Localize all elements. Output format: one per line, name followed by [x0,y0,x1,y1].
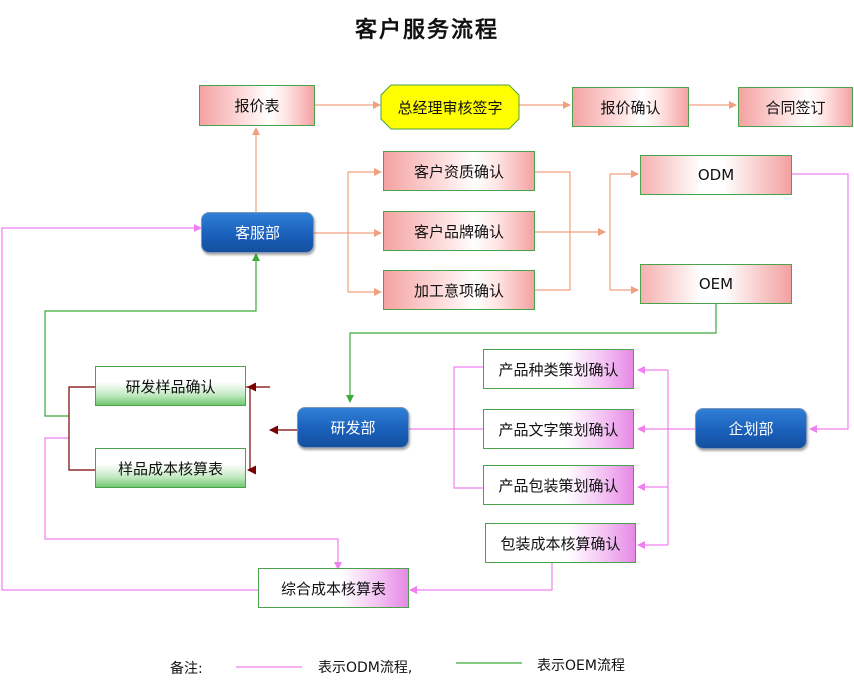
total-cost-label: 综合成本核算表 [280,579,386,598]
client-qualification-box: 客户资质确认 [383,151,535,191]
product-packaging-label: 产品包装策划确认 [498,476,619,495]
quote-sheet-label: 报价表 [234,97,280,115]
bracket-samples-left [68,386,95,471]
arrow-packcost-to-total [409,563,553,594]
rnd-dept-label: 研发部 [330,419,376,437]
legend-oem-text: 表示OEM流程 [537,658,625,674]
arrow-rnd-to-total [44,437,342,570]
contract-sign-box: 合同签订 [738,87,853,127]
oem-label: OEM [698,275,734,293]
client-qualification-label: 客户资质确认 [413,162,504,181]
sample-cost-label: 样品成本核算表 [117,459,223,478]
product-category-box: 产品种类策划确认 [483,349,634,389]
quote-sheet-box: 报价表 [199,85,315,126]
legend-label: 备注: [170,661,203,677]
quote-confirm-label: 报价确认 [600,98,661,117]
merge-from-qualification [534,171,571,232]
diagram-title: 客户服务流程 [354,18,499,43]
arrow-total-to-service [1,224,258,591]
odm-connectors [1,173,849,668]
client-brand-label: 客户品牌确认 [413,222,504,241]
connector-category-left [453,366,483,489]
sample-confirm-label: 研发样品确认 [125,377,216,396]
packaging-cost-box: 包装成本核算确认 [485,523,636,563]
orange-connectors [252,101,737,296]
oem-box: OEM [640,264,792,304]
product-category-label: 产品种类策划确认 [498,360,619,379]
customer-service-dept-label: 客服部 [234,224,280,242]
oem-connectors [44,253,717,664]
customer-service-dept-box: 客服部 [201,212,314,253]
legend-odm-text: 表示ODM流程, [318,660,413,676]
processing-items-label: 加工意项确认 [413,281,504,300]
client-brand-box: 客户品牌确认 [383,211,535,251]
processing-items-box: 加工意项确认 [383,270,535,310]
merge-from-processing [534,232,571,291]
planning-dept-label: 企划部 [728,420,774,438]
sample-confirm-box: 研发样品确认 [95,366,246,406]
sample-cost-box: 样品成本核算表 [95,448,246,488]
arrow-odm-to-planning [792,173,849,433]
rnd-dept-box: 研发部 [297,407,409,448]
arrow-rnd-back-to-service [44,253,260,417]
gm-approval-box: 总经理审核签字 [381,85,519,129]
rnd-connectors [68,382,297,475]
product-packaging-box: 产品包装策划确认 [483,465,634,505]
gm-approval-shape [380,84,520,130]
quote-confirm-box: 报价确认 [572,87,689,127]
arrow-oem-to-rnd [346,304,717,403]
contract-sign-label: 合同签订 [765,98,826,117]
odm-label: ODM [697,166,735,184]
total-cost-box: 综合成本核算表 [258,568,409,608]
product-copy-box: 产品文字策划确认 [483,409,634,449]
packaging-cost-label: 包装成本核算确认 [500,534,621,553]
product-copy-label: 产品文字策划确认 [498,420,619,439]
planning-dept-box: 企划部 [695,408,807,449]
gm-approval-label: 总经理审核签字 [397,98,503,117]
odm-box: ODM [640,155,792,195]
